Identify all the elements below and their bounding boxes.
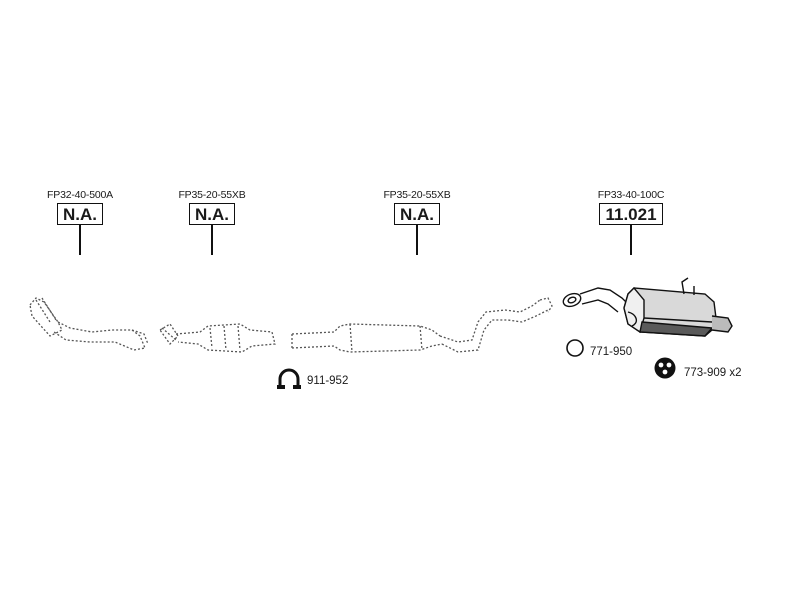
part-callout-middle-pipe[interactable]: FP35-20-55XB N.A.	[357, 189, 477, 255]
part-callout-rear-silencer[interactable]: FP33-40-100C 11.021	[571, 189, 691, 255]
part-callout-catalytic-converter[interactable]: FP35-20-55XB N.A.	[152, 189, 272, 255]
catalytic-converter-drawing	[159, 323, 276, 353]
part-code: FP35-20-55XB	[178, 189, 246, 201]
accessory-code-clamp: 911-952	[307, 375, 349, 387]
leader-line	[630, 225, 632, 255]
gasket-ring-icon[interactable]	[565, 338, 585, 358]
part-callout-front-pipe[interactable]: FP32-40-500A N.A.	[20, 189, 140, 255]
part-code: FP35-20-55XB	[383, 189, 451, 201]
part-code: FP33-40-100C	[597, 189, 665, 201]
front-pipe-drawing	[29, 297, 149, 351]
price-box: N.A.	[57, 203, 103, 225]
middle-pipe-drawing	[291, 297, 553, 353]
part-code: FP32-40-500A	[47, 189, 113, 201]
leader-line	[79, 225, 81, 255]
rear-silencer-drawing	[562, 277, 733, 337]
accessory-code-gasket: 771-950	[590, 346, 633, 358]
leader-line	[211, 225, 213, 255]
accessory-code-hanger: 773-909 x2	[684, 367, 742, 379]
price-box: N.A.	[394, 203, 440, 225]
price-box: N.A.	[189, 203, 235, 225]
price-box: 11.021	[599, 203, 663, 225]
clamp-icon[interactable]	[276, 368, 302, 390]
rubber-hanger-icon[interactable]	[653, 356, 677, 380]
leader-line	[416, 225, 418, 255]
